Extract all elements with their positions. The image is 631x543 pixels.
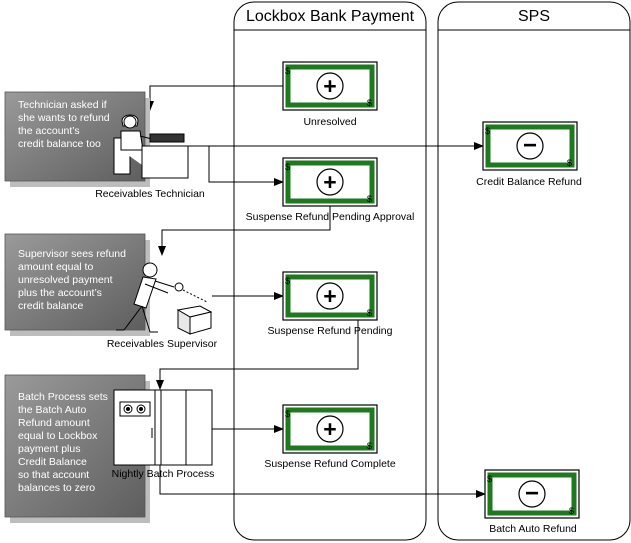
technician-figure (113, 114, 189, 179)
check-pending: + $ $ (282, 271, 378, 321)
check-label-batch-auto-refund: Batch Auto Refund (489, 523, 577, 535)
supervisor-figure (116, 262, 213, 335)
batch-mainframe-icon (113, 389, 213, 466)
check-label-pending: Suspense Refund Pending (268, 325, 393, 337)
dollar-icon: $ (285, 276, 290, 286)
lane-lockbox-title: Lockbox Bank Payment (246, 8, 415, 25)
lane-sps-title: SPS (518, 8, 550, 25)
lane-lockbox: Lockbox Bank Payment (233, 1, 427, 541)
dollar-icon: $ (285, 66, 290, 76)
plus-icon: + (323, 283, 336, 309)
dollar-icon: $ (285, 162, 290, 172)
plus-icon: + (323, 169, 336, 195)
dollar-icon: $ (367, 308, 372, 318)
note-batch-text: Batch Process sets the Batch Auto Refund… (18, 391, 111, 494)
check-label-pending-approval: Suspense Refund Pending Approval (246, 211, 415, 223)
connector-pending-approval-to-supervisor (158, 206, 331, 256)
minus-icon: − (525, 480, 539, 507)
check-credit-balance-refund: − $ $ (482, 121, 578, 171)
check-complete: + $ $ (282, 404, 378, 454)
dollar-icon: $ (367, 98, 372, 108)
actor-label-technician: Receivables Technician (95, 188, 205, 200)
note-supervisor: Supervisor sees refund amount equal to u… (4, 233, 150, 336)
dollar-icon: $ (285, 409, 290, 419)
connector-batch-to-batch-refund (159, 465, 486, 498)
dollar-icon: $ (567, 158, 572, 168)
dollar-icon: $ (367, 441, 372, 451)
check-label-unresolved: Unresolved (303, 116, 356, 128)
plus-icon: + (323, 416, 336, 442)
lane-sps: SPS (437, 1, 631, 541)
dollar-icon: $ (487, 474, 492, 484)
note-supervisor-text: Supervisor sees refund amount equal to u… (18, 248, 129, 312)
actor-label-supervisor: Receivables Supervisor (107, 338, 218, 350)
dollar-icon: $ (569, 506, 574, 516)
check-label-complete: Suspense Refund Complete (264, 458, 395, 470)
check-label-credit-balance-refund: Credit Balance Refund (476, 176, 582, 188)
dollar-icon: $ (367, 194, 372, 204)
check-pending-approval: + $ $ (282, 157, 378, 207)
plus-icon: + (323, 73, 336, 99)
dollar-icon: $ (485, 126, 490, 136)
connector-technician-to-pending-approval (208, 146, 284, 186)
note-technician-text: Technician asked if she wants to refund … (18, 99, 113, 150)
actor-label-batch: Nightly Batch Process (112, 468, 215, 480)
connector-pending-to-batch (156, 320, 359, 390)
minus-icon: − (523, 132, 537, 159)
check-unresolved: + $ $ (282, 61, 378, 111)
check-batch-auto-refund: − $ $ (484, 469, 580, 519)
